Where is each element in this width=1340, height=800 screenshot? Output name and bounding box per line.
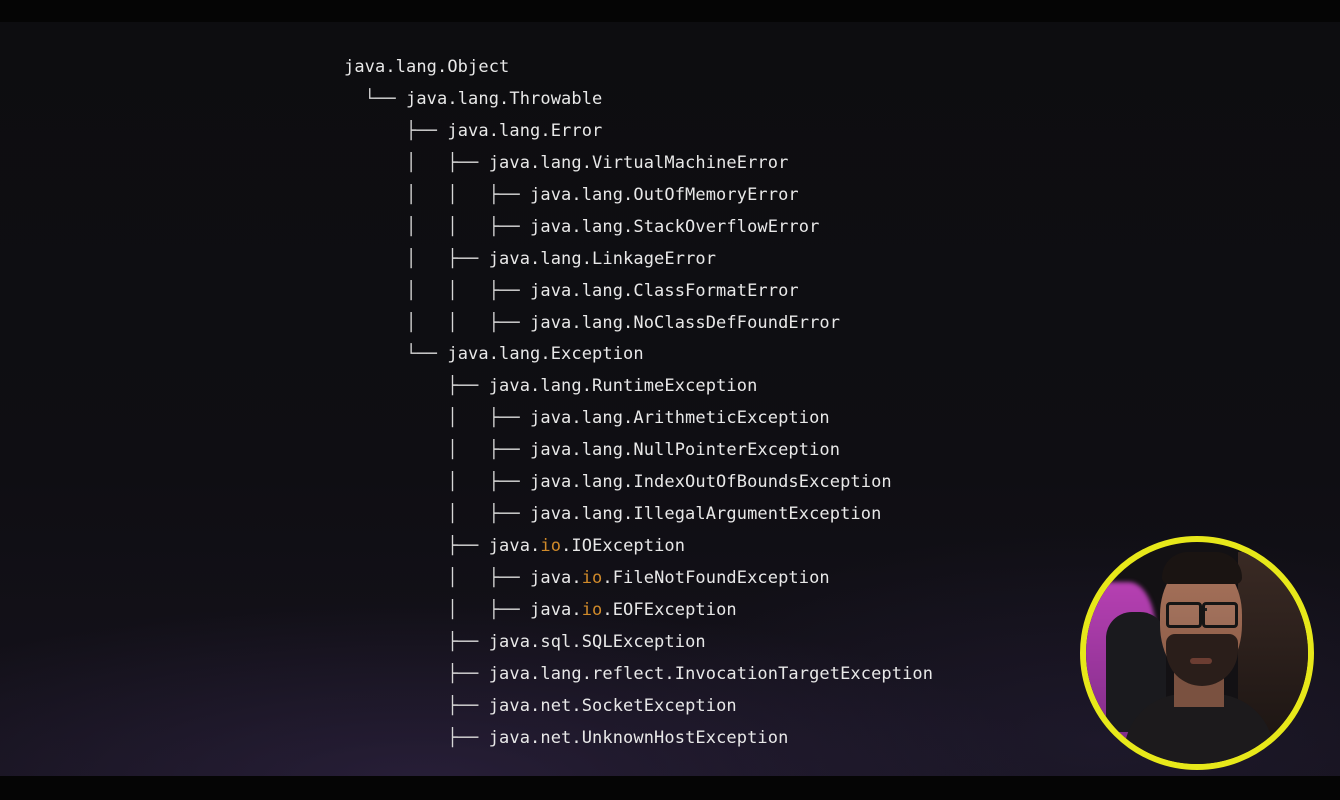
tree-branch-connector: ├── [344,536,489,557]
tree-node: │ │ ├── java.lang.ClassFormatError [344,275,933,307]
tree-branch-connector: │ ├── [344,472,531,493]
class-name: java.lang.NullPointerException [530,440,841,461]
class-name: java.lang.IndexOutOfBoundsException [530,472,892,493]
tree-node: │ ├── java.lang.ArithmeticException [344,402,933,434]
class-name: java.lang.Object [344,57,510,77]
class-name: java.lang.ClassFormatError [530,280,799,301]
class-name-suffix: .FileNotFoundException [602,568,830,588]
slide: java.lang.Object └── java.lang.Throwable… [0,22,1340,776]
tree-branch-connector: │ │ ├── [344,280,531,301]
class-name: java.lang.VirtualMachineError [488,152,789,173]
package-highlight: io [581,599,603,620]
tree-node: │ ├── java.lang.IndexOutOfBoundsExceptio… [344,466,933,498]
tree-node: ├── java.sql.SQLException [344,626,933,658]
tree-node: │ │ ├── java.lang.OutOfMemoryError [344,179,933,211]
tree-node: │ │ ├── java.lang.NoClassDefFoundError [344,307,933,339]
class-name: java. [488,536,541,557]
tree-branch-connector: │ ├── [344,408,531,429]
class-name: java.lang.IllegalArgumentException [530,504,882,525]
tree-node: ├── java.net.SocketException [344,690,933,722]
class-name: java.lang.LinkageError [488,248,717,269]
tree-node: └── java.lang.Exception [344,338,933,370]
letterbox-top [0,0,1340,22]
glasses-icon [1166,602,1238,628]
tree-node: │ ├── java.lang.LinkageError [344,243,933,275]
class-name: java.lang.OutOfMemoryError [530,184,799,205]
class-name-suffix: .IOException [561,536,686,557]
tree-branch-connector: ├── [344,376,489,397]
class-name: java. [530,568,582,588]
class-name: java.lang.NoClassDefFoundError [530,312,841,333]
tree-node: │ ├── java.io.EOFException [344,594,933,626]
class-name: java. [530,599,582,620]
class-name: java.lang.reflect.InvocationTargetExcept… [488,663,934,684]
class-name: java.lang.Error [447,120,603,141]
tree-branch-connector: └── [344,88,407,109]
package-highlight: io [581,568,603,588]
class-name: java.net.UnknownHostException [488,727,789,748]
tree-branch-connector: │ │ ├── [344,216,531,237]
tree-node: │ ├── java.lang.NullPointerException [344,434,933,466]
tree-branch-connector: │ ├── [344,440,531,461]
tree-node: ├── java.lang.Error [344,115,933,147]
tree-branch-connector: ├── [344,727,489,748]
exception-hierarchy-tree: java.lang.Object └── java.lang.Throwable… [344,51,933,754]
tree-branch-connector: │ ├── [344,152,489,173]
letterbox-bottom [0,776,1340,800]
presenter-hair [1162,552,1242,584]
tree-node: ├── java.lang.reflect.InvocationTargetEx… [344,658,933,690]
class-name: java.lang.RuntimeException [488,376,758,397]
package-highlight: io [540,536,562,557]
tree-branch-connector: ├── [344,663,489,684]
tree-branch-connector: └── [344,344,448,365]
tree-node: ├── java.io.IOException [344,530,933,562]
class-name: java.lang.ArithmeticException [530,408,830,429]
tree-node: │ ├── java.io.FileNotFoundException [344,562,933,594]
tree-branch-connector: │ ├── [344,599,531,620]
tree-branch-connector: │ ├── [344,504,531,525]
class-name: java.net.SocketException [488,695,737,716]
tree-node: ├── java.net.UnknownHostException [344,722,933,754]
presenter-mouth [1190,658,1212,664]
tree-branch-connector: ├── [344,631,489,652]
class-name: java.lang.StackOverflowError [530,216,820,237]
class-name: java.lang.Throwable [406,88,603,109]
tree-node: ├── java.lang.RuntimeException [344,370,933,402]
tree-branch-connector: │ ├── [344,568,531,588]
tree-node: │ ├── java.lang.VirtualMachineError [344,147,933,179]
tree-branch-connector: ├── [344,695,489,716]
tree-node: java.lang.Object [344,51,933,83]
class-name: java.lang.Exception [447,344,644,365]
class-name-suffix: .EOFException [602,599,737,620]
class-name: java.sql.SQLException [488,631,706,652]
tree-branch-connector: │ ├── [344,248,489,269]
tree-node: │ │ ├── java.lang.StackOverflowError [344,211,933,243]
tree-branch-connector: │ │ ├── [344,184,531,205]
presenter-webcam [1080,536,1314,770]
tree-branch-connector: │ │ ├── [344,312,531,333]
tree-node: │ ├── java.lang.IllegalArgumentException [344,498,933,530]
tree-node: └── java.lang.Throwable [344,83,933,115]
tree-branch-connector: ├── [344,120,448,141]
